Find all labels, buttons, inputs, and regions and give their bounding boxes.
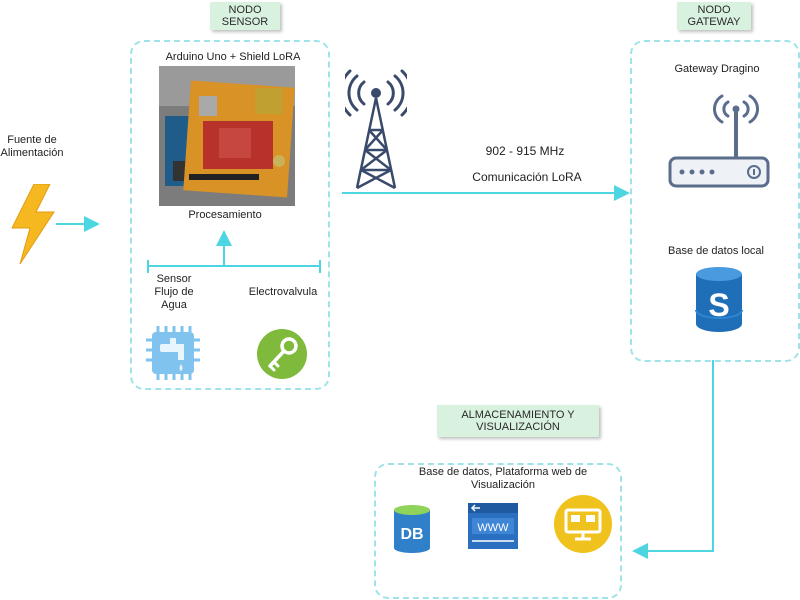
db-icon-text: DB	[400, 526, 423, 543]
db-icon: DB	[394, 505, 430, 553]
svg-text:S: S	[708, 287, 729, 323]
gateway-to-storage-arrow	[632, 360, 714, 559]
link-protocol: Comunicación LoRA	[472, 170, 582, 184]
sensor-node-tag: NODO SENSOR	[210, 2, 280, 30]
www-icon: WWW	[468, 503, 518, 549]
gateway-node-box	[630, 40, 800, 362]
storage-box	[374, 463, 622, 599]
power-label: Fuente de Alimentación	[0, 134, 64, 159]
lightning-icon	[11, 184, 55, 264]
storage-tag: ALMACENAMIENTO Y VISUALIZACIÓN	[437, 405, 599, 437]
key-icon	[257, 329, 307, 379]
water-flow-sensor-label: Sensor Flujo de Agua	[154, 273, 194, 311]
www-icon-text: WWW	[477, 522, 509, 534]
gateway-label: Gateway Dragino	[674, 63, 760, 75]
monitor-icon	[554, 495, 612, 553]
local-db-label: Base de datos local	[667, 245, 764, 257]
sql-database-icon: S	[695, 267, 743, 332]
storage-description: Base de datos, Plataforma web de Visuali…	[418, 466, 588, 491]
processing-label: Procesamiento	[188, 209, 262, 221]
antenna-tower-icon	[345, 69, 407, 190]
board-title: Arduino Uno + Shield LoRA	[165, 51, 301, 63]
gateway-node-tag: NODO GATEWAY	[677, 2, 751, 30]
arduino-board-image	[159, 66, 295, 206]
router-icon	[668, 94, 770, 188]
link-frequency: 902 - 915 MHz	[485, 144, 565, 158]
water-flow-sensor-icon	[146, 326, 200, 380]
sensor-node-box	[130, 40, 330, 390]
valve-label: Electrovalvula	[248, 286, 318, 298]
